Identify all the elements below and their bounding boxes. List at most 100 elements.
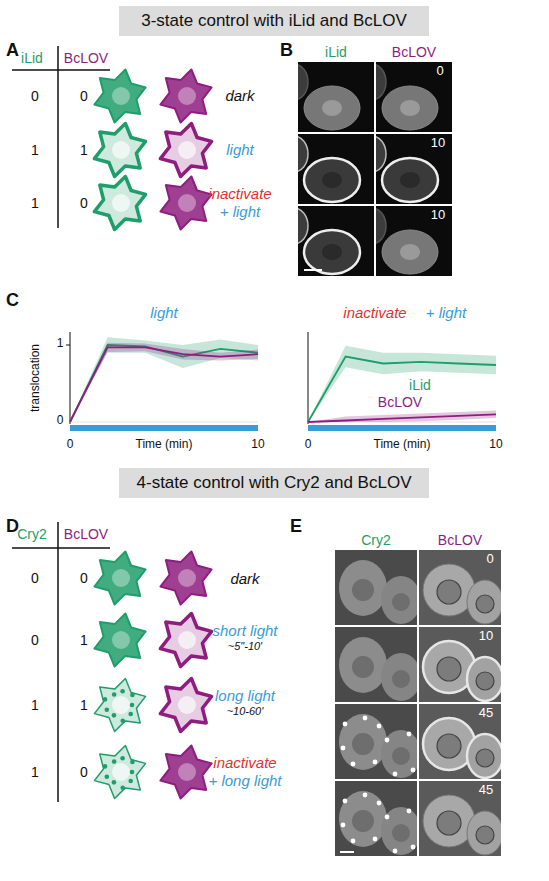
table-rule (57, 46, 59, 228)
cell-illustration (94, 124, 145, 177)
cell-image (280, 64, 308, 100)
cell-image (304, 158, 360, 202)
data-line (70, 345, 258, 422)
protein-cluster (103, 764, 108, 769)
figure-label: light (226, 141, 254, 158)
cell-image (381, 807, 421, 855)
figure-label: 1 (80, 697, 88, 713)
figure-label: inactivate (208, 185, 271, 202)
micrograph (419, 704, 503, 779)
figure-label: iLid (21, 50, 43, 66)
protein-cluster (130, 770, 135, 775)
protein-cluster (130, 693, 135, 698)
panel-letter: B (280, 40, 293, 61)
cry2-cluster (351, 839, 356, 844)
axis-label: 0 (57, 414, 64, 428)
time-stamp: 45 (479, 706, 493, 721)
y-axis (308, 332, 309, 424)
table-rule (57, 522, 59, 802)
cell-illustration (160, 177, 211, 230)
micrograph (419, 781, 503, 856)
cell-image (381, 576, 421, 624)
time-stamp: 0 (436, 64, 443, 79)
cell-image (382, 86, 438, 130)
micrograph-ground (376, 134, 452, 204)
nucleus-image (322, 100, 342, 116)
protein-cluster (112, 759, 117, 764)
figure-label: ~5"-10' (228, 640, 262, 653)
micrograph (280, 62, 374, 132)
cry2-cluster (377, 724, 382, 729)
figure-label: 1 (31, 195, 39, 211)
axis-label: translocation (29, 344, 43, 412)
cell-body (160, 679, 211, 732)
cry2-cluster (393, 772, 398, 777)
cell-body (160, 70, 211, 123)
cell-image (467, 657, 503, 701)
figure-label: inactivate (213, 754, 276, 771)
cell-illustration (160, 679, 211, 732)
figure-label: 1 (31, 697, 39, 713)
nucleus-image (322, 244, 342, 260)
cell-nucleus (112, 194, 130, 212)
protein-cluster (112, 692, 117, 697)
micrograph (280, 206, 374, 276)
cell-image (339, 637, 387, 693)
section-banner: 4-state control with Cry2 and BcLOV (119, 468, 429, 498)
cell-nucleus (178, 569, 196, 587)
axis-label: 0 (305, 438, 312, 452)
light-bar (70, 425, 258, 431)
cell-nucleus (112, 763, 130, 781)
figure-label: 0 (80, 570, 88, 586)
nucleus-image (392, 670, 410, 688)
protein-cluster (130, 760, 135, 765)
axis-label: 10 (489, 438, 502, 452)
micrograph (335, 550, 421, 625)
micrograph (358, 134, 452, 204)
figure-label: 0 (80, 195, 88, 211)
protein-cluster (128, 779, 133, 784)
nucleus-image (400, 100, 420, 116)
micrograph-ground (298, 206, 374, 276)
figure-label: 0 (31, 570, 39, 586)
cell-image (358, 136, 386, 172)
nucleus-image (437, 580, 461, 604)
cry2-cluster (411, 768, 416, 773)
cell-image (467, 580, 503, 624)
data-line (308, 414, 496, 422)
nucleus-image (437, 811, 461, 835)
nucleus-image (352, 810, 374, 832)
error-band (70, 337, 258, 422)
cell-body (160, 177, 211, 230)
figure-label: 0 (80, 88, 88, 104)
data-line (70, 347, 258, 422)
figure-label: short light (212, 622, 277, 639)
cry2-cluster (373, 760, 378, 765)
figure-label: iLid (409, 377, 431, 393)
cry2-cluster (385, 815, 390, 820)
cell-illustration (160, 552, 211, 605)
cell-body (160, 124, 211, 177)
cry2-cluster (407, 732, 412, 737)
cry2-cluster (343, 722, 348, 727)
protein-cluster (105, 707, 110, 712)
time-stamp: 10 (431, 208, 445, 223)
time-stamp: 10 (431, 136, 445, 151)
nucleus-image (392, 824, 410, 842)
panel-letter: E (290, 516, 302, 537)
cell-nucleus (112, 569, 130, 587)
cry2-cluster (351, 762, 356, 767)
figure-label: 1 (80, 632, 88, 648)
cell-illustration (94, 70, 145, 123)
figure-label: + long light (209, 772, 282, 789)
figure-label: + light (426, 304, 466, 321)
figure-label: light (150, 304, 178, 321)
figure-label: 0 (80, 764, 88, 780)
micrograph (358, 206, 452, 276)
figure-label: 0 (31, 88, 39, 104)
cell-image (304, 230, 360, 274)
cell-illustration (94, 679, 145, 732)
micrograph-ground (298, 62, 374, 132)
y-axis (70, 332, 71, 424)
nucleus-image (437, 734, 461, 758)
